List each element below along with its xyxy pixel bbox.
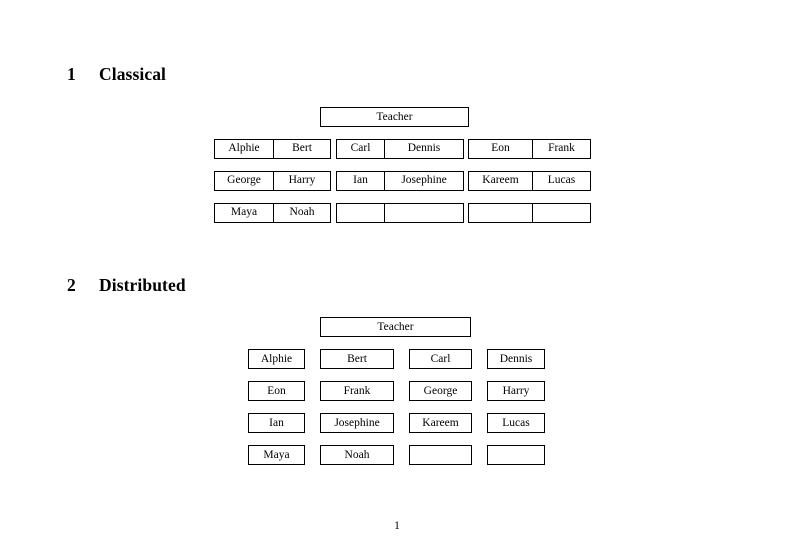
- section-title: Distributed: [99, 275, 186, 295]
- table-row: [336, 203, 464, 223]
- distributed-box: Dennis: [487, 349, 545, 369]
- cell-name: Dennis: [384, 139, 464, 159]
- table-row: Eon Frank: [468, 139, 591, 159]
- section-title: Classical: [99, 64, 167, 84]
- distributed-box-empty: [487, 445, 545, 465]
- distributed-box: Harry: [487, 381, 545, 401]
- cell-name-empty: [336, 203, 385, 223]
- cell-name: Carl: [336, 139, 385, 159]
- cell-name: Frank: [532, 139, 591, 159]
- distributed-box: Maya: [248, 445, 305, 465]
- distributed-box-empty: [409, 445, 472, 465]
- classical-group-2-row-2: Ian Josephine: [336, 171, 464, 191]
- cell-name: Bert: [273, 139, 331, 159]
- classical-group-1-row-1: Alphie Bert: [214, 139, 331, 159]
- section-number: 2: [67, 275, 76, 295]
- classical-group-3-row-2: Kareem Lucas: [468, 171, 591, 191]
- table-row: George Harry: [214, 171, 331, 191]
- cell-name: George: [214, 171, 274, 191]
- cell-name-empty: [468, 203, 533, 223]
- distributed-box: Frank: [320, 381, 394, 401]
- table-row: [468, 203, 591, 223]
- cell-name: Maya: [214, 203, 274, 223]
- distributed-box: George: [409, 381, 472, 401]
- distributed-box: Lucas: [487, 413, 545, 433]
- table-row: Ian Josephine: [336, 171, 464, 191]
- distributed-teacher-box: Teacher: [320, 317, 471, 337]
- classical-group-3-row-3: [468, 203, 591, 223]
- classical-group-2-row-3: [336, 203, 464, 223]
- cell-name: Ian: [336, 171, 385, 191]
- classical-group-2-row-1: Carl Dennis: [336, 139, 464, 159]
- section-heading-distributed: 2 Distributed: [67, 275, 186, 296]
- cell-name: Noah: [273, 203, 331, 223]
- section-heading-classical: 1 Classical: [67, 64, 166, 85]
- distributed-box: Alphie: [248, 349, 305, 369]
- cell-name: Kareem: [468, 171, 533, 191]
- cell-name-empty: [532, 203, 591, 223]
- classical-group-1-row-3: Maya Noah: [214, 203, 331, 223]
- cell-name-empty: [384, 203, 464, 223]
- classical-group-1-row-2: George Harry: [214, 171, 331, 191]
- distributed-box: Kareem: [409, 413, 472, 433]
- page-number: 1: [394, 520, 400, 532]
- distributed-box: Eon: [248, 381, 305, 401]
- distributed-box: Bert: [320, 349, 394, 369]
- classical-group-3-row-1: Eon Frank: [468, 139, 591, 159]
- cell-name: Alphie: [214, 139, 274, 159]
- classical-teacher-box: Teacher: [320, 107, 469, 127]
- cell-name: Eon: [468, 139, 533, 159]
- table-row: Alphie Bert: [214, 139, 331, 159]
- distributed-box: Carl: [409, 349, 472, 369]
- cell-name: Harry: [273, 171, 331, 191]
- distributed-box: Noah: [320, 445, 394, 465]
- cell-name: Lucas: [532, 171, 591, 191]
- table-row: Carl Dennis: [336, 139, 464, 159]
- section-number: 1: [67, 64, 76, 84]
- table-row: Maya Noah: [214, 203, 331, 223]
- distributed-box: Josephine: [320, 413, 394, 433]
- table-row: Kareem Lucas: [468, 171, 591, 191]
- cell-name: Josephine: [384, 171, 464, 191]
- distributed-box: Ian: [248, 413, 305, 433]
